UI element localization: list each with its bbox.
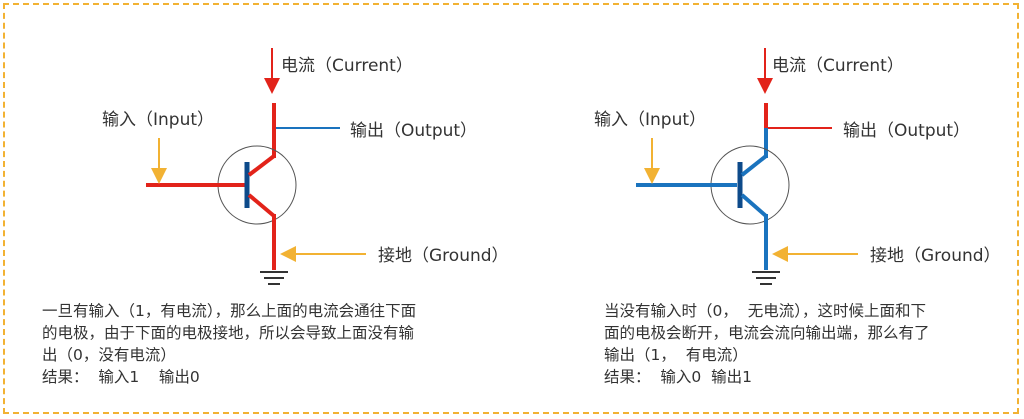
result-line: 结果： 输入1 输出0 [42, 368, 200, 386]
description-line: 输出（1， 有电流） [604, 346, 748, 364]
dashed-border [3, 3, 1019, 414]
input-label: 输入（Input） [594, 110, 706, 130]
ground-symbol-icon [752, 271, 780, 285]
output-label: 输出（Output） [350, 121, 477, 141]
description-line: 的电极，由于下面的电极接地，所以会导致上面没有输 [42, 324, 415, 342]
ground-symbol-icon [260, 271, 288, 285]
left-diagram: 电流（Current） 输出（Output） 输入（Input） 接地（Grou… [102, 48, 509, 285]
emitter-lead [740, 193, 768, 218]
result-line: 结果： 输入0 输出1 [604, 368, 752, 386]
description-line: 面的电极会断开，电流会流向输出端，那么有了 [604, 324, 930, 342]
right-diagram: 电流（Current） 输出（Output） 输入（Input） 接地（Grou… [594, 48, 1001, 285]
output-label: 输出（Output） [843, 121, 970, 141]
input-label: 输入（Input） [102, 110, 214, 130]
description-line: 出（0，没有电流） [42, 346, 176, 364]
ground-label: 接地（Ground） [870, 246, 1001, 266]
right-description: 当没有输入时（0， 无电流），这时候上面和下 面的电极会断开，电流会流向输出端，… [604, 300, 1014, 388]
current-label: 电流（Current） [281, 56, 413, 76]
description-line: 当没有输入时（0， 无电流），这时候上面和下 [604, 302, 926, 320]
current-label: 电流（Current） [772, 56, 904, 76]
description-line: 一旦有输入（1，有电流），那么上面的电流会通往下面 [42, 302, 417, 320]
left-description: 一旦有输入（1，有电流），那么上面的电流会通往下面 的电极，由于下面的电极接地，… [42, 300, 512, 388]
collector-lead [247, 154, 276, 177]
emitter-lead [247, 193, 276, 218]
ground-label: 接地（Ground） [378, 246, 509, 266]
collector-lead [740, 154, 768, 177]
